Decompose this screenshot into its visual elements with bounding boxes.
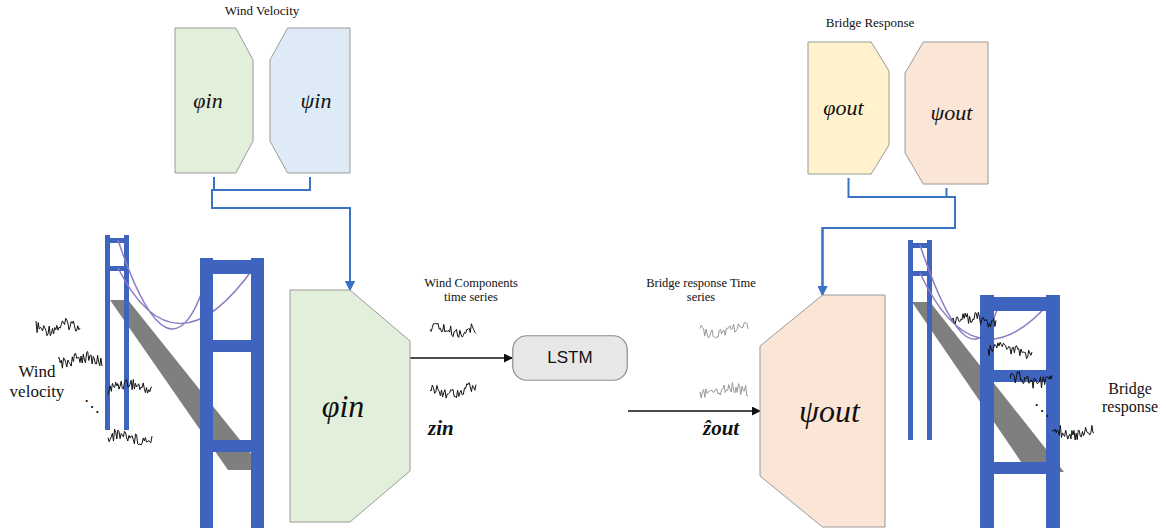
time-series-icon <box>1052 425 1094 440</box>
block-symbol: φin <box>193 88 222 114</box>
tower-leg <box>908 240 913 440</box>
lstm-box: LSTM <box>512 335 628 381</box>
time-series-icon <box>108 380 152 395</box>
latent-symbol: zin <box>428 416 488 440</box>
block-symbol: φin <box>322 388 365 425</box>
encoder-block: φin <box>290 290 410 522</box>
tower-beam <box>200 260 264 274</box>
bracket-arrow <box>823 178 956 295</box>
group-title: Bridge Response <box>815 16 925 31</box>
decoder-block: ψout <box>905 42 988 184</box>
tower-beam <box>105 266 129 271</box>
block-symbol: φout <box>823 95 863 121</box>
input-label: Wind velocity <box>2 362 72 401</box>
time-series-icon <box>430 383 476 398</box>
block-shape <box>905 42 988 184</box>
time-series-icon <box>430 323 476 337</box>
time-series-icon <box>700 382 748 398</box>
tower-beam <box>105 238 129 243</box>
decoder-block: ψout <box>760 295 885 527</box>
signal-label: Bridge response Time series <box>643 276 759 305</box>
block-shape <box>808 42 889 174</box>
tower-beam <box>980 462 1060 474</box>
tower-leg <box>980 295 994 528</box>
time-series-icon <box>700 322 748 338</box>
tower-beam <box>980 297 1060 311</box>
tower-beam <box>200 340 264 352</box>
decoder-block: ψin <box>270 28 350 173</box>
time-series-icon <box>108 429 152 445</box>
ellipsis-mark: ⋱ <box>1030 402 1054 420</box>
time-series-icon <box>58 351 102 368</box>
block-shape <box>760 295 885 527</box>
bracket-arrow <box>212 177 350 290</box>
flow-arrow <box>628 410 760 412</box>
flow-arrow <box>410 357 512 359</box>
block-shape <box>290 290 410 522</box>
signal-label: Wind Components time series <box>412 276 530 305</box>
rounded-box <box>513 336 628 381</box>
block-shape <box>175 28 253 173</box>
encoder-block: φin <box>175 28 253 173</box>
time-series-icon <box>1010 371 1052 388</box>
bracket-arrow <box>212 177 350 290</box>
encoder-block: φout <box>808 42 889 174</box>
bridge-left <box>105 235 264 528</box>
block-shape <box>270 28 350 173</box>
bridge-right <box>908 240 1064 528</box>
time-series-icon <box>36 318 80 335</box>
block-symbol: ψin <box>301 88 332 114</box>
time-series-icons <box>36 312 1094 445</box>
latent-symbol: ẑout <box>703 416 763 440</box>
output-label: Bridge response <box>1098 380 1162 417</box>
bracket-arrow <box>823 188 956 295</box>
time-series-icon <box>952 312 996 327</box>
block-symbol: ψout <box>799 393 860 430</box>
tower-beam <box>200 440 264 452</box>
block-label: LSTM <box>547 348 592 368</box>
suspension-cable <box>118 240 255 329</box>
block-symbol: ψout <box>931 100 973 126</box>
time-series-icon <box>988 342 1032 358</box>
ellipsis-mark: ⋱ <box>80 398 104 416</box>
tower-leg <box>200 258 213 528</box>
group-title: Wind Velocity <box>207 4 317 19</box>
tower-leg <box>251 258 264 528</box>
tower-leg <box>105 235 110 430</box>
